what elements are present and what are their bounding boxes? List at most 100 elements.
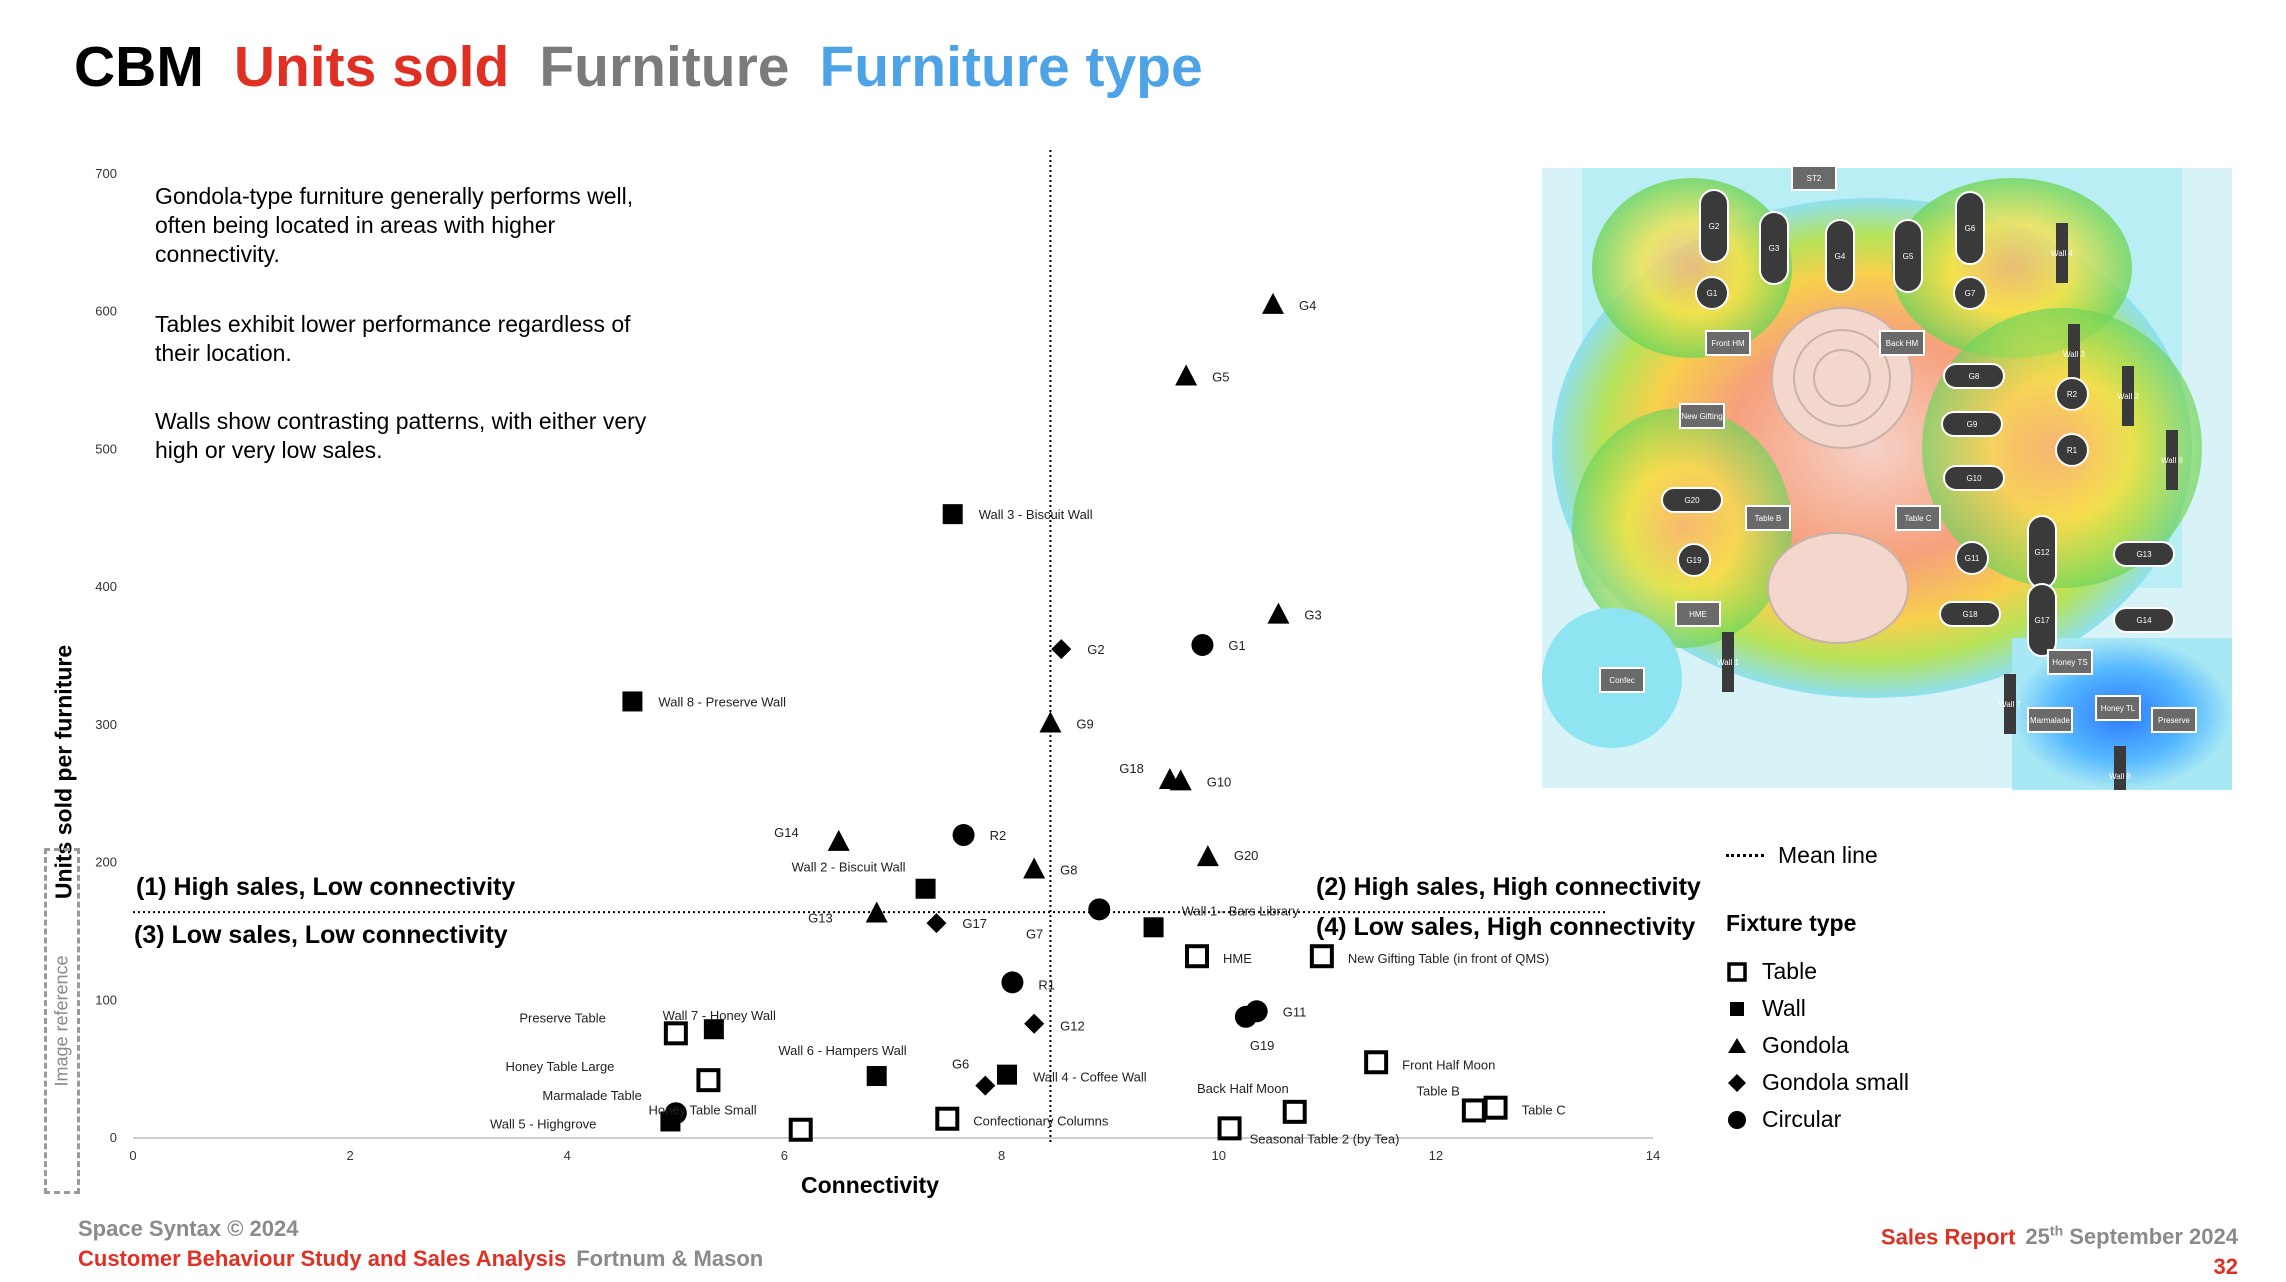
point-label-g19: G19 <box>1250 1038 1275 1053</box>
x-tick-label: 6 <box>781 1148 788 1163</box>
fp-label-table-c: Table C <box>1904 514 1931 523</box>
point-label-g17: G17 <box>962 916 987 931</box>
legend-item-wall: Wall <box>1726 990 1986 1027</box>
fp-label-g6: G6 <box>1965 224 1976 233</box>
point-wall-1-bars-library <box>1143 917 1164 938</box>
point-label-new-gifting-table-in-front-of-qms: New Gifting Table (in front of QMS) <box>1348 951 1549 966</box>
fp-fixture-new-gifting <box>1679 403 1725 429</box>
point-label-r1: R1 <box>1038 977 1055 992</box>
point-g2 <box>1051 639 1072 660</box>
fp-fixture-preserve <box>2151 707 2197 733</box>
fp-label-r1: R1 <box>2067 446 2078 455</box>
fp-fixture-g17 <box>2027 583 2057 657</box>
legend-mean-label: Mean line <box>1778 841 1878 868</box>
footer-date-rest: September 2024 <box>2063 1224 2238 1250</box>
fp-fixture-g3 <box>1759 211 1789 285</box>
fp-label-g11: G11 <box>1965 554 1980 563</box>
x-tick-label: 4 <box>564 1148 571 1163</box>
point-label-wall-3-biscuit-wall: Wall 3 - Biscuit Wall <box>979 507 1093 522</box>
point-g6 <box>975 1075 996 1096</box>
point-wall-6-hampers-wall <box>866 1066 887 1087</box>
footer-study-title: Customer Behaviour Study and Sales Analy… <box>78 1246 567 1271</box>
fp-label-honey-ts: Honey TS <box>2052 658 2087 667</box>
point-hme <box>1185 944 1209 969</box>
point-r2 <box>952 824 975 847</box>
point-g19 <box>1234 1005 1257 1028</box>
fp-fixture-front-hm <box>1705 330 1751 356</box>
y-tick-label: 400 <box>95 579 117 594</box>
fp-fixture-g2 <box>1699 189 1729 263</box>
triangle-icon <box>1728 1037 1746 1053</box>
fp-label-front-hm: Front HM <box>1711 339 1745 348</box>
x-tick-label: 14 <box>1646 1148 1660 1163</box>
point-g20 <box>1196 845 1219 867</box>
point-label-honey-table-large: Honey Table Large <box>506 1059 615 1074</box>
y-tick-label: 600 <box>95 304 117 319</box>
fp-label-g18: G18 <box>1962 610 1978 619</box>
quadrant-4-label: (4) Low sales, High connectivity <box>1316 913 1696 941</box>
fp-fixture-st2 <box>1791 165 1837 191</box>
note-walls: Walls show contrasting patterns, with ei… <box>155 408 647 463</box>
fp-fixture-wall-4 <box>2056 223 2068 283</box>
y-tick-label: 100 <box>95 992 117 1007</box>
point-honey-table-small <box>788 1117 813 1142</box>
point-honey-table-large <box>696 1068 721 1093</box>
fp-label-g12: G12 <box>2034 548 2050 557</box>
point-table-b <box>1461 1098 1486 1123</box>
legend-item-gondola: Gondola <box>1726 1027 1986 1064</box>
legend-label-table: Table <box>1762 958 1817 984</box>
fp-label-g10: G10 <box>1966 474 1982 483</box>
fp-fixture-g19 <box>1677 543 1711 577</box>
fp-label-wall-4: Wall 4 <box>2051 249 2073 258</box>
point-label-g10: G10 <box>1207 774 1232 789</box>
point-label-g2: G2 <box>1087 642 1104 657</box>
diamond-icon <box>1728 1073 1746 1092</box>
fp-label-g20: G20 <box>1684 496 1700 505</box>
fp-fixture-r1 <box>2055 433 2089 467</box>
legend-title: Fixture type <box>1726 910 1857 936</box>
fp-label-g14: G14 <box>2136 616 2152 625</box>
point-label-g18: G18 <box>1119 761 1144 776</box>
fp-fixture-table-c <box>1895 505 1941 531</box>
fp-fixture-honey-tl <box>2095 695 2141 721</box>
x-axis-label: Connectivity <box>800 1172 940 1198</box>
point-confectionary-columns <box>935 1106 960 1131</box>
point-label-g7: G7 <box>1026 926 1043 941</box>
fp-fixture-g14 <box>2113 607 2175 633</box>
legend-mean-line: Mean line <box>1726 840 1986 870</box>
fp-fixture-r2 <box>2055 377 2089 411</box>
quadrant-2-label: (2) High sales, High connectivity <box>1316 873 1701 901</box>
point-g7 <box>1088 898 1111 921</box>
point-wall-8-preserve-wall <box>622 691 643 712</box>
point-table-c <box>1483 1095 1508 1120</box>
fp-label-wall-1: Wall 1 <box>1717 658 1739 667</box>
fp-fixture-g10 <box>1943 465 2005 491</box>
title-part-cbm: CBM <box>74 35 204 99</box>
fp-fixture-g9 <box>1941 411 2003 437</box>
fp-fixture-g5 <box>1893 219 1923 293</box>
point-label-g3: G3 <box>1304 608 1321 623</box>
point-label-wall-7-honey-wall: Wall 7 - Honey Wall <box>663 1008 776 1023</box>
fp-label-g5: G5 <box>1903 252 1914 261</box>
point-label-g9: G9 <box>1076 716 1093 731</box>
y-tick-label: 700 <box>95 166 117 181</box>
legend: Mean line Fixture type Table Wall Gondol… <box>1726 840 1986 1138</box>
fp-fixture-wall-2 <box>2122 366 2134 426</box>
fp-fixture-wall-8 <box>2114 746 2126 790</box>
hollow-square-icon <box>1727 961 1747 982</box>
footer-date-suffix: th <box>2049 1223 2064 1239</box>
point-new-gifting-table-in-front-of-qms <box>1309 944 1334 969</box>
fp-label-g2: G2 <box>1709 222 1720 231</box>
fp-fixture-g11 <box>1955 541 1989 575</box>
point-label-g20: G20 <box>1234 848 1259 863</box>
x-tick-label: 2 <box>347 1148 354 1163</box>
fp-label-confec: Confec <box>1609 676 1634 685</box>
point-label-marmalade-table: Marmalade Table <box>542 1088 641 1103</box>
fp-fixture-table-b <box>1745 505 1791 531</box>
point-g14 <box>827 829 850 851</box>
point-front-half-moon <box>1364 1050 1389 1075</box>
footer-date: 25th September 2024 <box>2025 1223 2238 1250</box>
fp-label-g17: G17 <box>2034 616 2050 625</box>
